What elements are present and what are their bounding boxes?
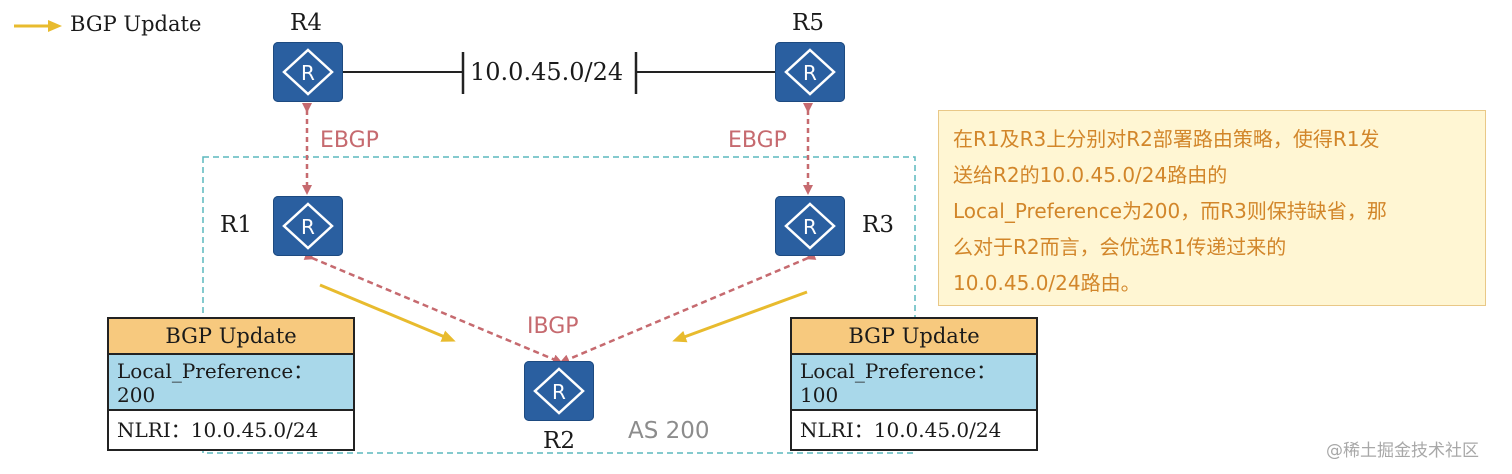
svg-text:R: R (301, 215, 315, 239)
local-preference-value: 200 (117, 383, 156, 407)
svg-text:R: R (803, 215, 817, 239)
legend-label: BGP Update (70, 12, 202, 36)
router-label-r1: R1 (220, 212, 252, 238)
local-preference-value: 100 (800, 383, 839, 407)
note-line: Local_Preference为200，而R3则保持缺省，那 (953, 199, 1387, 223)
update-header: BGP Update (792, 319, 1036, 355)
nlri-field: NLRI：10.0.45.0/24 (800, 418, 1002, 442)
router-icon: R (282, 48, 334, 96)
update-arrow-right (672, 290, 808, 343)
router-r2[interactable]: R (524, 361, 594, 421)
local-preference-label: Local_Preference： (800, 359, 997, 383)
router-r4[interactable]: R (273, 42, 343, 102)
note-line: 么对于R2而言，会优选R1传递过来的 (953, 235, 1287, 259)
nlri-field: NLRI：10.0.45.0/24 (117, 418, 319, 442)
ibgp-link-left (303, 250, 563, 364)
update-header: BGP Update (109, 319, 353, 355)
ebgp-label-right: EBGP (728, 128, 787, 153)
ibgp-link-right (559, 250, 817, 364)
bgp-update-box-right: BGP Update Local_Preference： 100 NLRI：10… (790, 317, 1038, 451)
router-label-r4: R4 (290, 10, 322, 36)
as-label: AS 200 (628, 418, 710, 444)
router-label-r3: R3 (862, 212, 894, 238)
router-icon: R (784, 48, 836, 96)
watermark: @稀土掘金技术社区 (1326, 441, 1479, 461)
router-label-r2: R2 (543, 428, 575, 454)
update-arrow-left (319, 283, 456, 342)
router-r3[interactable]: R (775, 196, 845, 256)
as-boundary (202, 156, 916, 454)
router-icon: R (784, 202, 836, 250)
note-line: 在R1及R3上分别对R2部署路由策略，使得R1发 (953, 127, 1380, 151)
note-line: 送给R2的10.0.45.0/24路由的 (953, 163, 1228, 187)
local-preference-label: Local_Preference： (117, 359, 314, 383)
svg-text:R: R (301, 61, 315, 85)
router-r1[interactable]: R (273, 196, 343, 256)
local-preference-field: Local_Preference： 100 (792, 355, 1036, 411)
ibgp-label: IBGP (527, 314, 579, 339)
router-icon: R (533, 367, 585, 415)
router-icon: R (282, 202, 334, 250)
bgp-update-box-left: BGP Update Local_Preference： 200 NLRI：10… (107, 317, 355, 451)
note-line: 10.0.45.0/24路由。 (953, 271, 1141, 295)
router-r5[interactable]: R (775, 42, 845, 102)
svg-text:R: R (803, 61, 817, 85)
local-preference-field: Local_Preference： 200 (109, 355, 353, 411)
router-label-r5: R5 (792, 10, 824, 36)
svg-text:R: R (552, 380, 566, 404)
explanation-note: 在R1及R3上分别对R2部署路由策略，使得R1发 送给R2的10.0.45.0/… (938, 110, 1486, 306)
ebgp-label-left: EBGP (320, 128, 379, 153)
network-label: 10.0.45.0/24 (470, 58, 624, 86)
